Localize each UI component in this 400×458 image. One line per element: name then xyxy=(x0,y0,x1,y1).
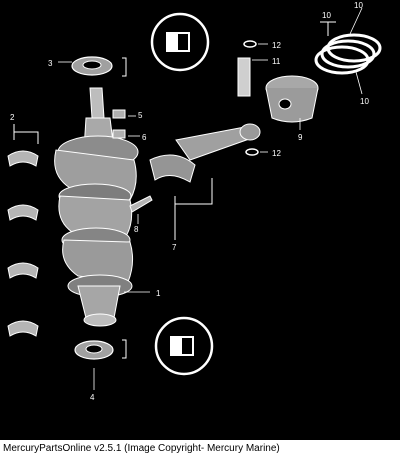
seal-detail-top xyxy=(150,12,210,72)
callout-6: 6 xyxy=(142,133,147,142)
seal-detail-bottom xyxy=(154,316,214,376)
parts-diagram: 1 2 3 4 5 6 7 8 9 10 10 10 11 12 12 xyxy=(0,0,400,440)
piston-rings[interactable] xyxy=(314,33,382,75)
crankshaft[interactable] xyxy=(54,87,139,327)
callout-10-bottom: 10 xyxy=(360,97,369,106)
callout-1: 1 xyxy=(156,289,161,298)
callout-2: 2 xyxy=(10,113,15,122)
dowel-pin[interactable] xyxy=(112,109,126,119)
key-washer[interactable] xyxy=(112,129,126,139)
callout-8: 8 xyxy=(134,225,139,234)
callout-10-top: 10 xyxy=(322,11,331,20)
wrist-pin[interactable] xyxy=(237,57,251,97)
leader-lines xyxy=(58,7,363,390)
footer-bar: MercuryPartsOnline v2.5.1 (Image Copyrig… xyxy=(0,440,400,458)
callout-10-right: 10 xyxy=(354,1,363,10)
exploded-view: 1 2 3 4 5 6 7 8 9 10 10 10 11 12 12 xyxy=(7,1,382,402)
copyright-text: MercuryPartsOnline v2.5.1 (Image Copyrig… xyxy=(3,443,280,454)
callout-12-bottom: 12 xyxy=(272,149,281,158)
callout-9: 9 xyxy=(298,133,303,142)
callout-4: 4 xyxy=(90,393,95,402)
callout-7: 7 xyxy=(172,243,177,252)
pin-clip-top[interactable] xyxy=(243,40,257,48)
callouts: 1 2 3 4 5 6 7 8 9 10 10 10 11 12 12 xyxy=(10,1,369,402)
top-seal[interactable] xyxy=(71,56,113,76)
connecting-rod[interactable] xyxy=(149,123,261,183)
callout-11: 11 xyxy=(272,57,281,66)
pin-clip-bottom[interactable] xyxy=(245,148,259,156)
callout-3: 3 xyxy=(48,59,53,68)
callout-12-top: 12 xyxy=(272,41,281,50)
main-bearings[interactable] xyxy=(7,150,39,337)
bottom-seal[interactable] xyxy=(74,340,114,360)
callout-5: 5 xyxy=(138,111,143,120)
rod-bolt[interactable] xyxy=(129,195,153,213)
piston[interactable] xyxy=(265,75,319,123)
